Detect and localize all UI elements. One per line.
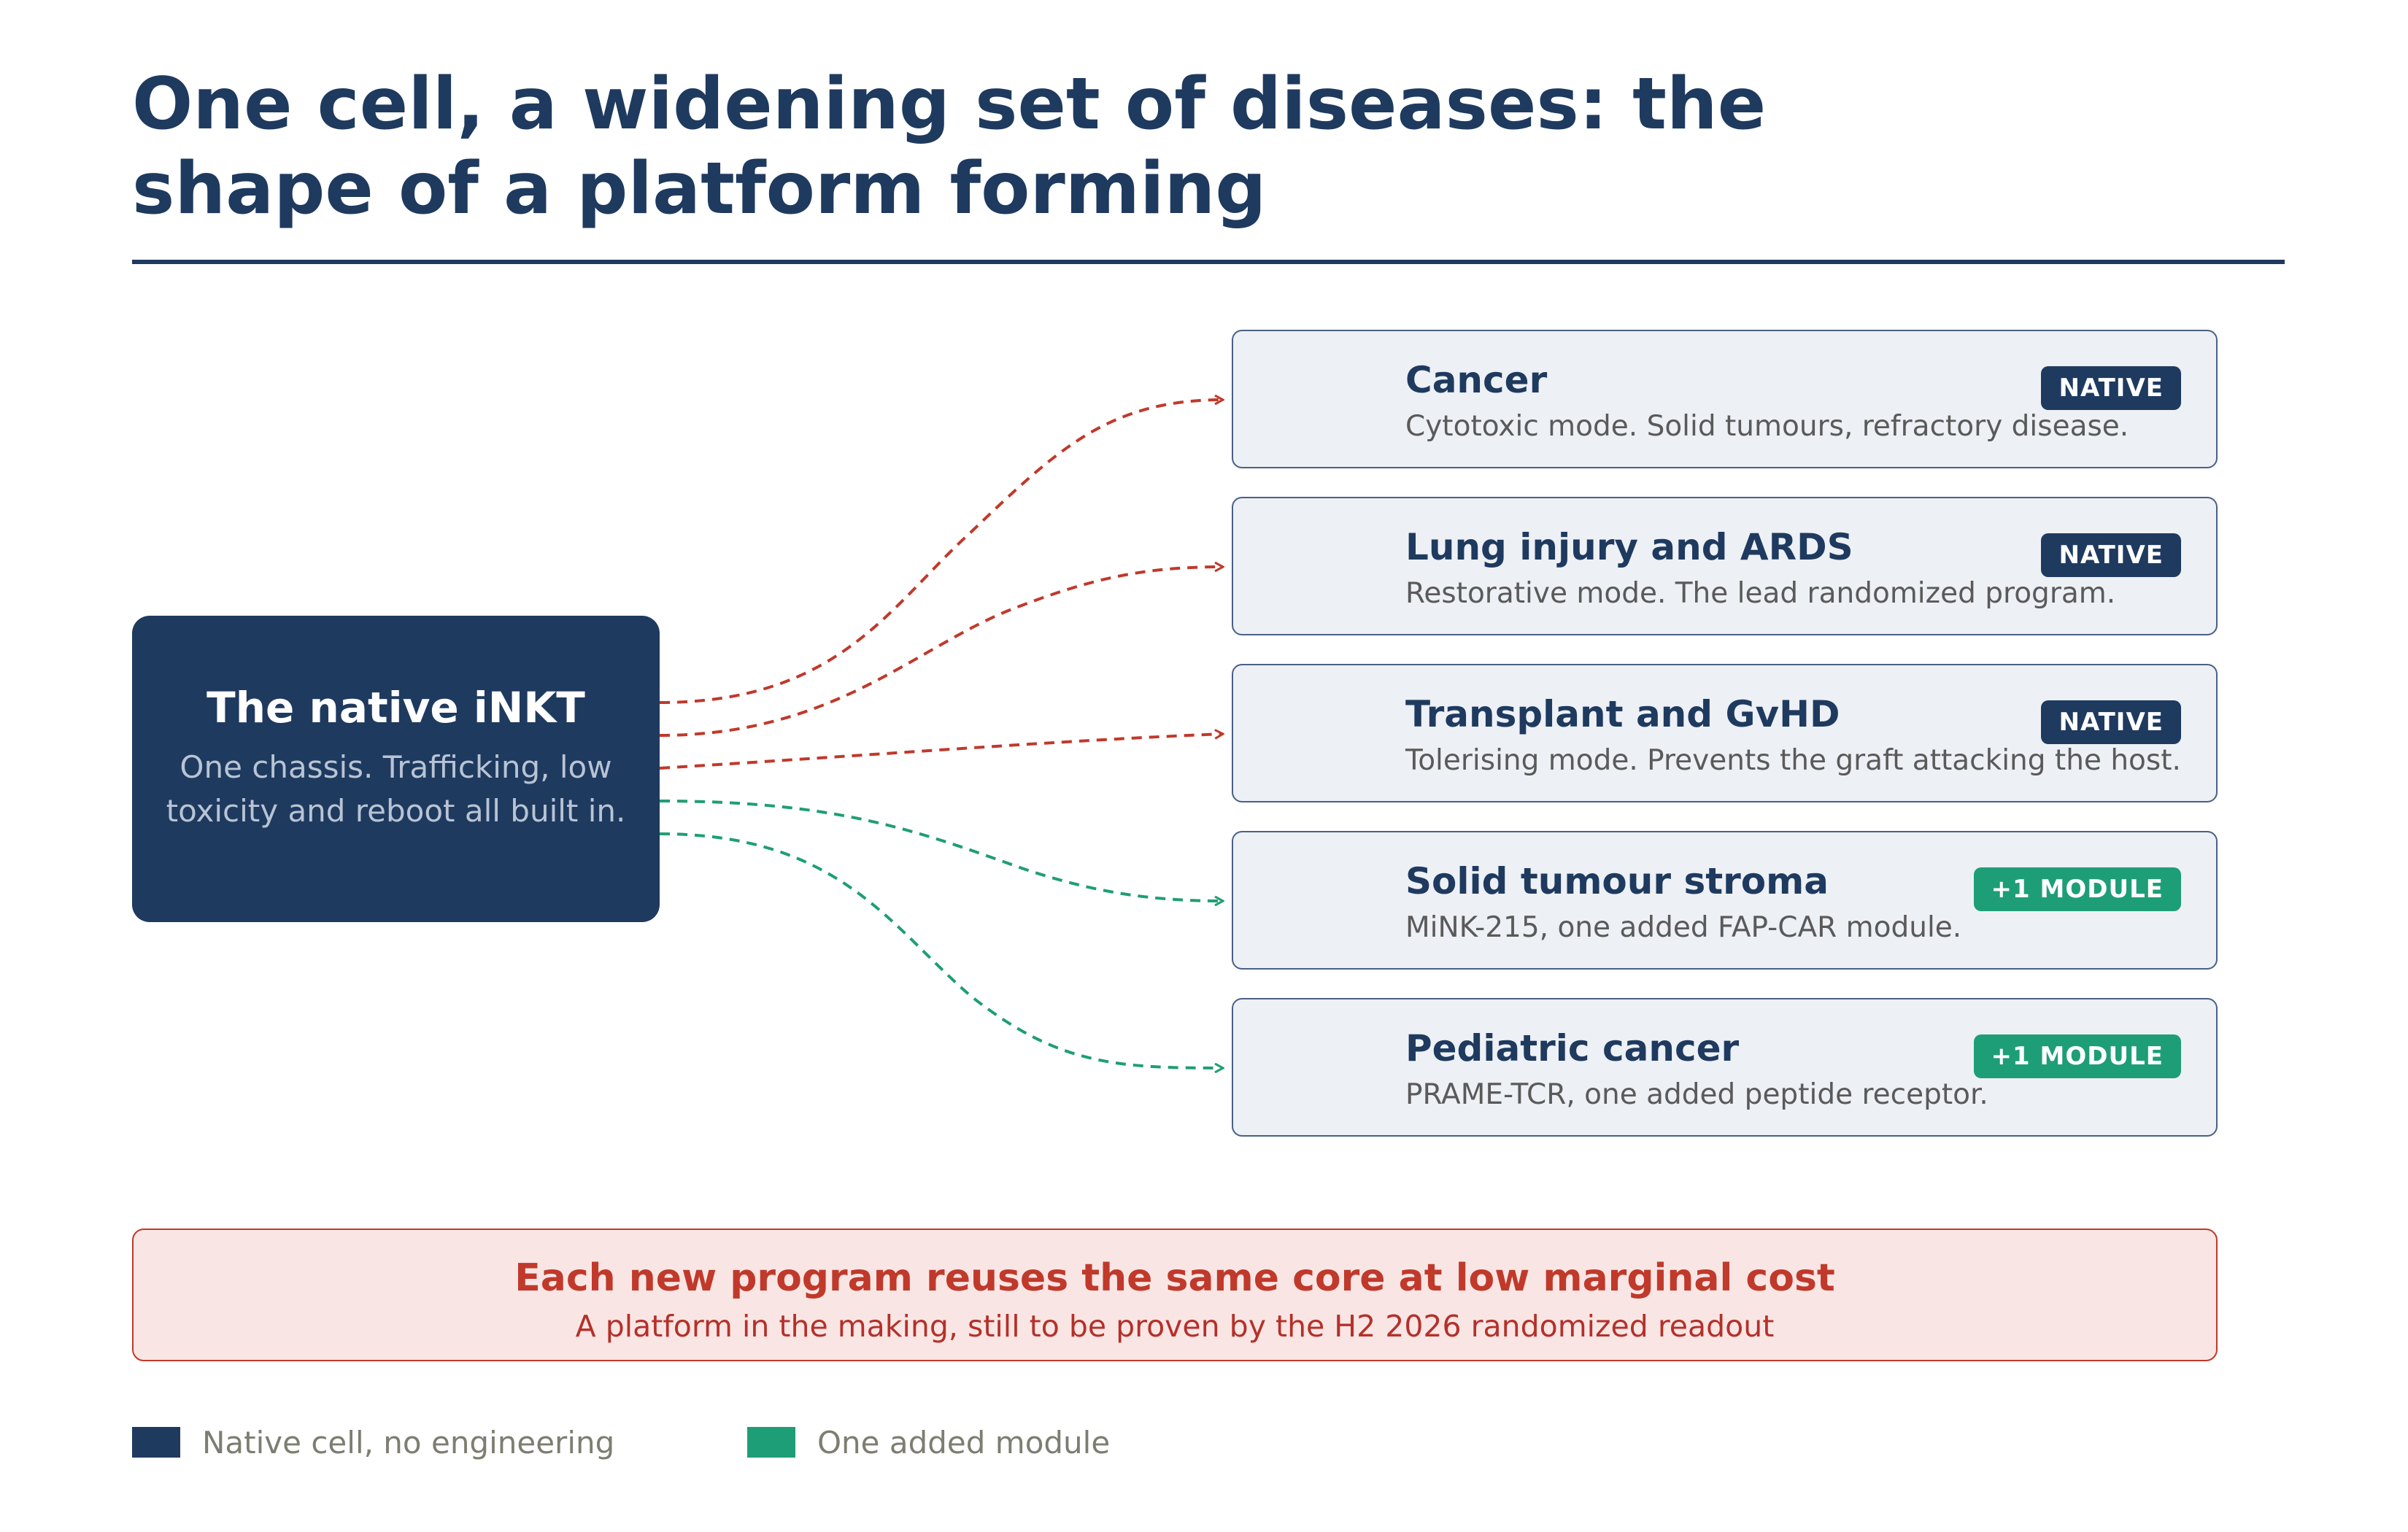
legend-swatch-native bbox=[132, 1427, 180, 1458]
connector-arrow-pediatric bbox=[659, 832, 1223, 1068]
callout-title: Each new program reuses the same core at… bbox=[514, 1256, 1835, 1300]
card-transplant: Transplant and GvHD Tolerising mode. Pre… bbox=[1232, 664, 2218, 802]
card-lung-injury: Lung injury and ARDS Restorative mode. T… bbox=[1232, 497, 2218, 635]
callout-box: Each new program reuses the same core at… bbox=[132, 1229, 2218, 1361]
connector-arrow-solid-tumour bbox=[659, 800, 1223, 901]
native-badge: NATIVE bbox=[2041, 700, 2181, 744]
module-badge: +1 MODULE bbox=[1973, 1034, 2181, 1078]
legend-label: Native cell, no engineering bbox=[202, 1425, 615, 1461]
connector-arrow-transplant bbox=[659, 734, 1223, 770]
card-description: PRAME-TCR, one added peptide receptor. bbox=[1405, 1078, 1988, 1111]
card-title: Lung injury and ARDS bbox=[1405, 526, 1853, 568]
native-badge: NATIVE bbox=[2041, 533, 2181, 577]
legend-label: One added module bbox=[817, 1425, 1111, 1461]
native-badge: NATIVE bbox=[2041, 366, 2181, 410]
source-node-title: The native iNKT bbox=[207, 683, 585, 732]
card-pediatric-cancer: Pediatric cancer PRAME-TCR, one added pe… bbox=[1232, 998, 2218, 1137]
card-title: Solid tumour stroma bbox=[1405, 860, 1829, 902]
callout-subtitle: A platform in the making, still to be pr… bbox=[575, 1309, 1775, 1344]
card-description: MiNK-215, one added FAP-CAR module. bbox=[1405, 911, 1962, 944]
card-title: Transplant and GvHD bbox=[1405, 693, 1840, 735]
card-title: Pediatric cancer bbox=[1405, 1027, 1740, 1069]
card-title: Cancer bbox=[1405, 359, 1548, 401]
connector-arrow-lung-injury bbox=[659, 567, 1223, 737]
connector-arrow-cancer bbox=[659, 400, 1223, 704]
card-description: Restorative mode. The lead randomized pr… bbox=[1405, 577, 2116, 610]
page-title: One cell, a widening set of diseases: th… bbox=[132, 63, 1767, 231]
module-badge: +1 MODULE bbox=[1973, 867, 2181, 911]
legend-swatch-module bbox=[747, 1427, 795, 1458]
source-node: The native iNKT One chassis. Trafficking… bbox=[132, 616, 660, 922]
source-node-description: One chassis. Trafficking, low toxicity a… bbox=[166, 749, 626, 829]
card-description: Cytotoxic mode. Solid tumours, refractor… bbox=[1405, 410, 2129, 443]
card-description: Tolerising mode. Prevents the graft atta… bbox=[1405, 744, 2181, 777]
card-solid-tumour-stroma: Solid tumour stroma MiNK-215, one added … bbox=[1232, 831, 2218, 970]
title-divider bbox=[132, 260, 2285, 264]
card-cancer: Cancer Cytotoxic mode. Solid tumours, re… bbox=[1232, 330, 2218, 468]
